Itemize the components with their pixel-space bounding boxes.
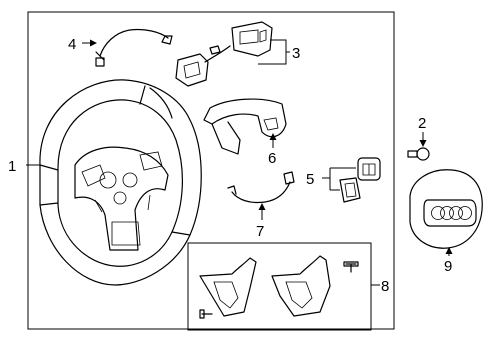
callout-1: 1 xyxy=(8,158,16,175)
trim-covers-kit[interactable] xyxy=(199,255,359,319)
main-frame xyxy=(27,11,395,330)
callout-7: 7 xyxy=(256,223,264,240)
driver-airbag[interactable] xyxy=(409,169,483,249)
lower-cover[interactable] xyxy=(203,98,287,155)
callout-6: 6 xyxy=(268,150,276,167)
callout-3: 3 xyxy=(292,45,300,62)
switch-assemblies[interactable] xyxy=(175,21,273,87)
steering-wheel[interactable] xyxy=(39,79,202,286)
callout-9: 9 xyxy=(444,258,452,275)
leader-5 xyxy=(322,167,356,191)
callout-5: 5 xyxy=(306,171,314,188)
logo-rings xyxy=(431,206,472,220)
callout-4: 4 xyxy=(68,36,76,53)
leader-3 xyxy=(258,39,290,65)
trim-wire[interactable] xyxy=(227,171,295,204)
callout-2: 2 xyxy=(418,115,426,132)
callout-8: 8 xyxy=(381,278,389,295)
control-switches[interactable] xyxy=(339,157,381,203)
wire-harness[interactable] xyxy=(95,28,173,67)
sub-frame xyxy=(187,242,372,331)
airbag-bolt[interactable] xyxy=(407,147,430,161)
